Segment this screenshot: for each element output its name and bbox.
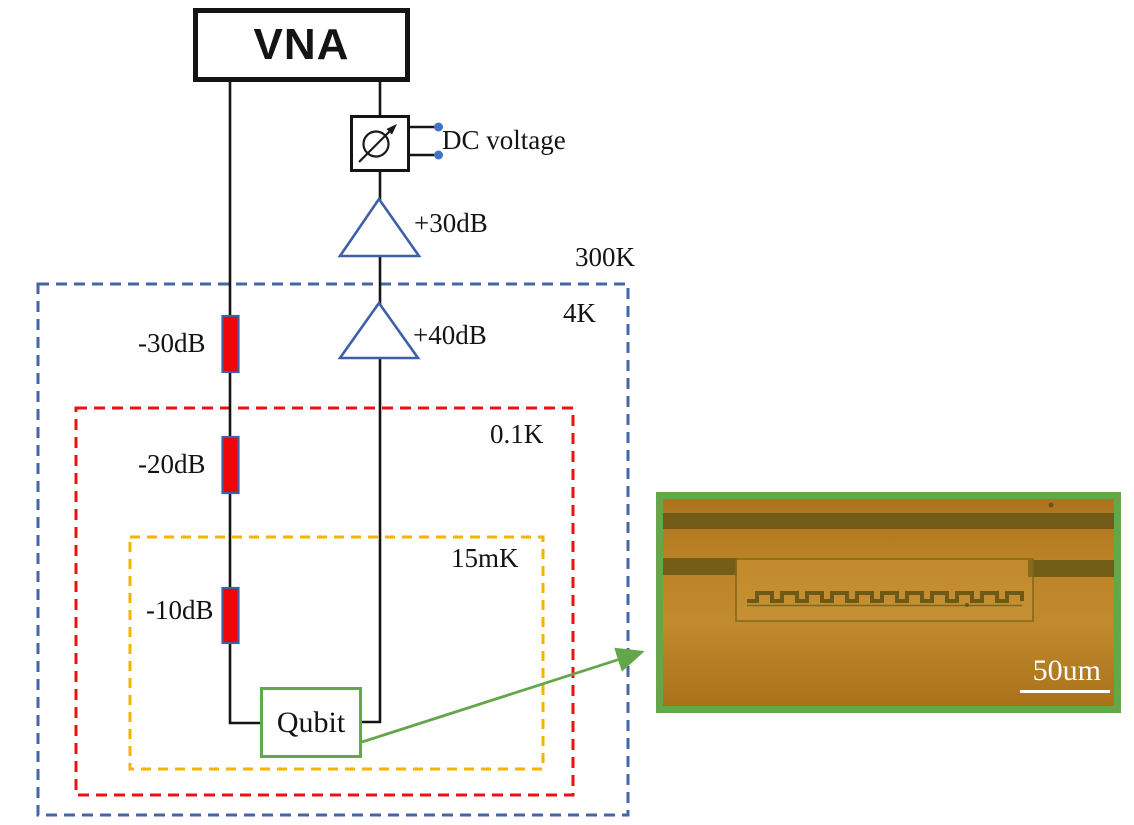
dc-terminal-dot-top (434, 122, 443, 132)
qubit-label: Qubit (276, 705, 346, 739)
output-wire-bottom (359, 358, 382, 724)
device-outline (735, 558, 1034, 622)
micrograph-image: 50um (656, 492, 1121, 713)
attenuator-20db-label: -20dB (138, 449, 206, 479)
junction-meander (747, 591, 1024, 603)
stage-label-4k: 4K (563, 298, 596, 328)
attenuator-30db-icon (221, 314, 240, 374)
vna-box: VNA (193, 8, 410, 82)
stage-label-300k: 300K (575, 242, 635, 272)
variable-source-icon (358, 124, 397, 163)
dc-source-box (350, 115, 410, 172)
zoom-arrow-icon (361, 647, 645, 744)
photo-right-track (1028, 560, 1114, 577)
vna-label: VNA (253, 20, 350, 69)
attenuator-10db-icon (221, 586, 240, 645)
scale-bar-label: 50um (1032, 654, 1101, 687)
photo-speck (1048, 502, 1054, 508)
dc-terminal-dot-bottom (434, 150, 443, 160)
stage-label-15mk: 15mK (451, 543, 519, 573)
stage-box-4k (36, 282, 630, 817)
amp-30db-label: +30dB (414, 208, 488, 238)
stage-label-0p1k: 0.1K (490, 419, 544, 449)
scale-bar-line (1020, 690, 1110, 693)
micrograph-features (663, 499, 1114, 706)
attenuator-30db-label: -30dB (138, 328, 206, 358)
stage-box-15mk (128, 535, 545, 771)
photo-speck (965, 603, 969, 607)
photo-top-track (663, 513, 1114, 529)
input-wire (228, 82, 261, 725)
dc-voltage-label: DC voltage (442, 125, 566, 155)
amplifier-30db-icon (337, 196, 422, 258)
attenuator-10db-label: -10dB (146, 595, 214, 625)
stage-box-0p1k (74, 406, 575, 797)
qubit-box: Qubit (260, 687, 362, 758)
signal-wires (228, 82, 435, 725)
photo-background (663, 499, 1114, 706)
amp-40db-label: +40dB (413, 320, 487, 350)
amplifier-40db-icon (337, 300, 421, 360)
photo-left-track (663, 558, 737, 575)
attenuator-20db-icon (221, 435, 240, 495)
